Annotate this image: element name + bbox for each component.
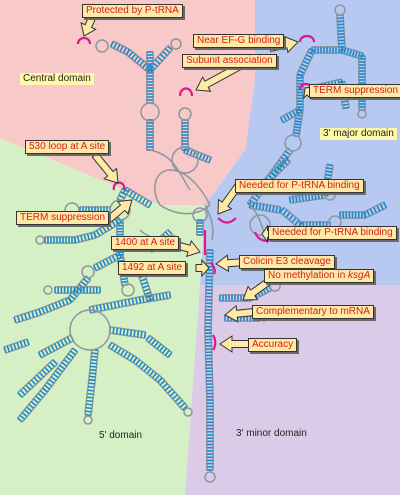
- callout-accuracy: Accuracy: [248, 338, 298, 352]
- rna-loop: [204, 471, 216, 483]
- helix: [279, 207, 303, 228]
- rna-loop: [357, 109, 367, 119]
- rna-loop: [170, 38, 182, 50]
- rna-loop: [284, 134, 302, 152]
- helix: [84, 378, 96, 417]
- helix: [279, 106, 303, 124]
- highlighted-site: [298, 34, 316, 43]
- five-prime-domain-label: 5' domain: [99, 430, 143, 441]
- helix: [219, 294, 251, 302]
- helix: [37, 334, 75, 359]
- rna-loop: [192, 207, 208, 223]
- helix: [109, 40, 131, 56]
- block-arrow-icon: [195, 62, 243, 92]
- backbone-strand: [204, 204, 214, 241]
- rna-loop: [81, 265, 95, 279]
- callout-subunit-association: Subunit association: [182, 54, 277, 68]
- highlighted-site: [178, 87, 194, 97]
- helix: [296, 74, 304, 111]
- highlighted-site: [212, 334, 217, 351]
- helix: [138, 291, 172, 304]
- rna-helices: [3, 14, 388, 471]
- block-arrow-icon: [178, 239, 201, 258]
- rna-loop: [95, 39, 109, 53]
- callout-530-loop: 530 loop at A site: [25, 140, 110, 154]
- helix: [362, 201, 388, 219]
- block-arrow-icon: [224, 304, 255, 323]
- rna-loop: [43, 285, 53, 295]
- rna-loop: [249, 214, 271, 236]
- helix: [145, 334, 173, 359]
- callout-needed-ptrna-1: Needed for P-tRNA binding: [235, 179, 364, 193]
- helix: [17, 359, 58, 398]
- three-prime-minor-domain-label: 3' minor domain: [236, 428, 307, 439]
- helix: [41, 347, 79, 393]
- functional-site-highlights: [76, 34, 316, 351]
- helix: [248, 201, 282, 214]
- callout-1492-at-a-site: 1492 at A site: [118, 261, 187, 275]
- helix: [157, 377, 188, 411]
- helix: [146, 51, 154, 71]
- callout-protected-by-ptrna: Protected by P-tRNA: [82, 4, 183, 18]
- callout-no-methylation-text: No methylation in: [268, 270, 349, 281]
- highlighted-site: [76, 36, 92, 45]
- helix: [146, 119, 154, 151]
- helix: [196, 219, 204, 236]
- rna-loop: [121, 283, 135, 297]
- rna-loop: [83, 415, 93, 425]
- rna-loop: [334, 4, 346, 16]
- helix: [181, 119, 189, 151]
- callout-near-efg-binding: Near EF-G binding: [193, 34, 285, 48]
- backbone-strand: [154, 169, 211, 206]
- three-prime-major-domain-label: 3' major domain: [320, 128, 397, 140]
- callout-needed-ptrna-2: Needed for P-tRNA binding: [268, 226, 397, 240]
- callout-term-suppression-left: TERM suppression: [16, 211, 110, 225]
- helix: [13, 308, 42, 324]
- helix: [358, 55, 366, 111]
- rna-loop: [35, 235, 45, 245]
- block-arrow-icon: [242, 278, 271, 301]
- highlighted-site: [210, 261, 216, 275]
- helix: [44, 236, 76, 244]
- rna-loop: [109, 199, 131, 221]
- helix: [132, 356, 163, 384]
- callout-colicin-e3-cleavage: Colicin E3 cleavage: [239, 255, 335, 269]
- helix: [296, 47, 316, 78]
- rna-loop: [69, 309, 111, 351]
- highlighted-site: [112, 181, 126, 191]
- helix: [340, 46, 364, 60]
- highlighted-site: [253, 231, 271, 242]
- helix: [336, 14, 346, 51]
- callout-1400-at-a-site: 1400 at A site: [111, 236, 180, 250]
- callout-complementary-to-mrna: Complementary to mRNA: [252, 305, 374, 319]
- helix: [206, 399, 214, 471]
- rna-loop: [178, 107, 192, 121]
- block-arrow-icon: [80, 15, 97, 37]
- helix: [88, 348, 99, 382]
- callout-no-methylation: No methylation in ksgA: [264, 269, 375, 283]
- rna-loop: [183, 407, 193, 417]
- block-arrow-icon: [91, 152, 119, 184]
- callout-no-methylation-gene: ksgA: [348, 270, 371, 281]
- helix: [3, 338, 30, 354]
- three-prime-minor-domain-region: [185, 285, 400, 495]
- central-domain-label: Central domain: [20, 73, 94, 85]
- callout-term-suppression-top: TERM suppression: [309, 84, 400, 98]
- helix: [204, 329, 214, 401]
- helix: [38, 296, 72, 316]
- backbone-strand: [149, 149, 191, 191]
- helix: [54, 286, 101, 294]
- rna-loop: [140, 102, 160, 122]
- highlighted-site: [217, 217, 237, 224]
- helix: [339, 211, 366, 219]
- five-prime-domain-region: [0, 138, 205, 495]
- block-arrow-icon: [195, 258, 210, 278]
- rna-loop: [171, 146, 199, 174]
- helix: [17, 387, 48, 423]
